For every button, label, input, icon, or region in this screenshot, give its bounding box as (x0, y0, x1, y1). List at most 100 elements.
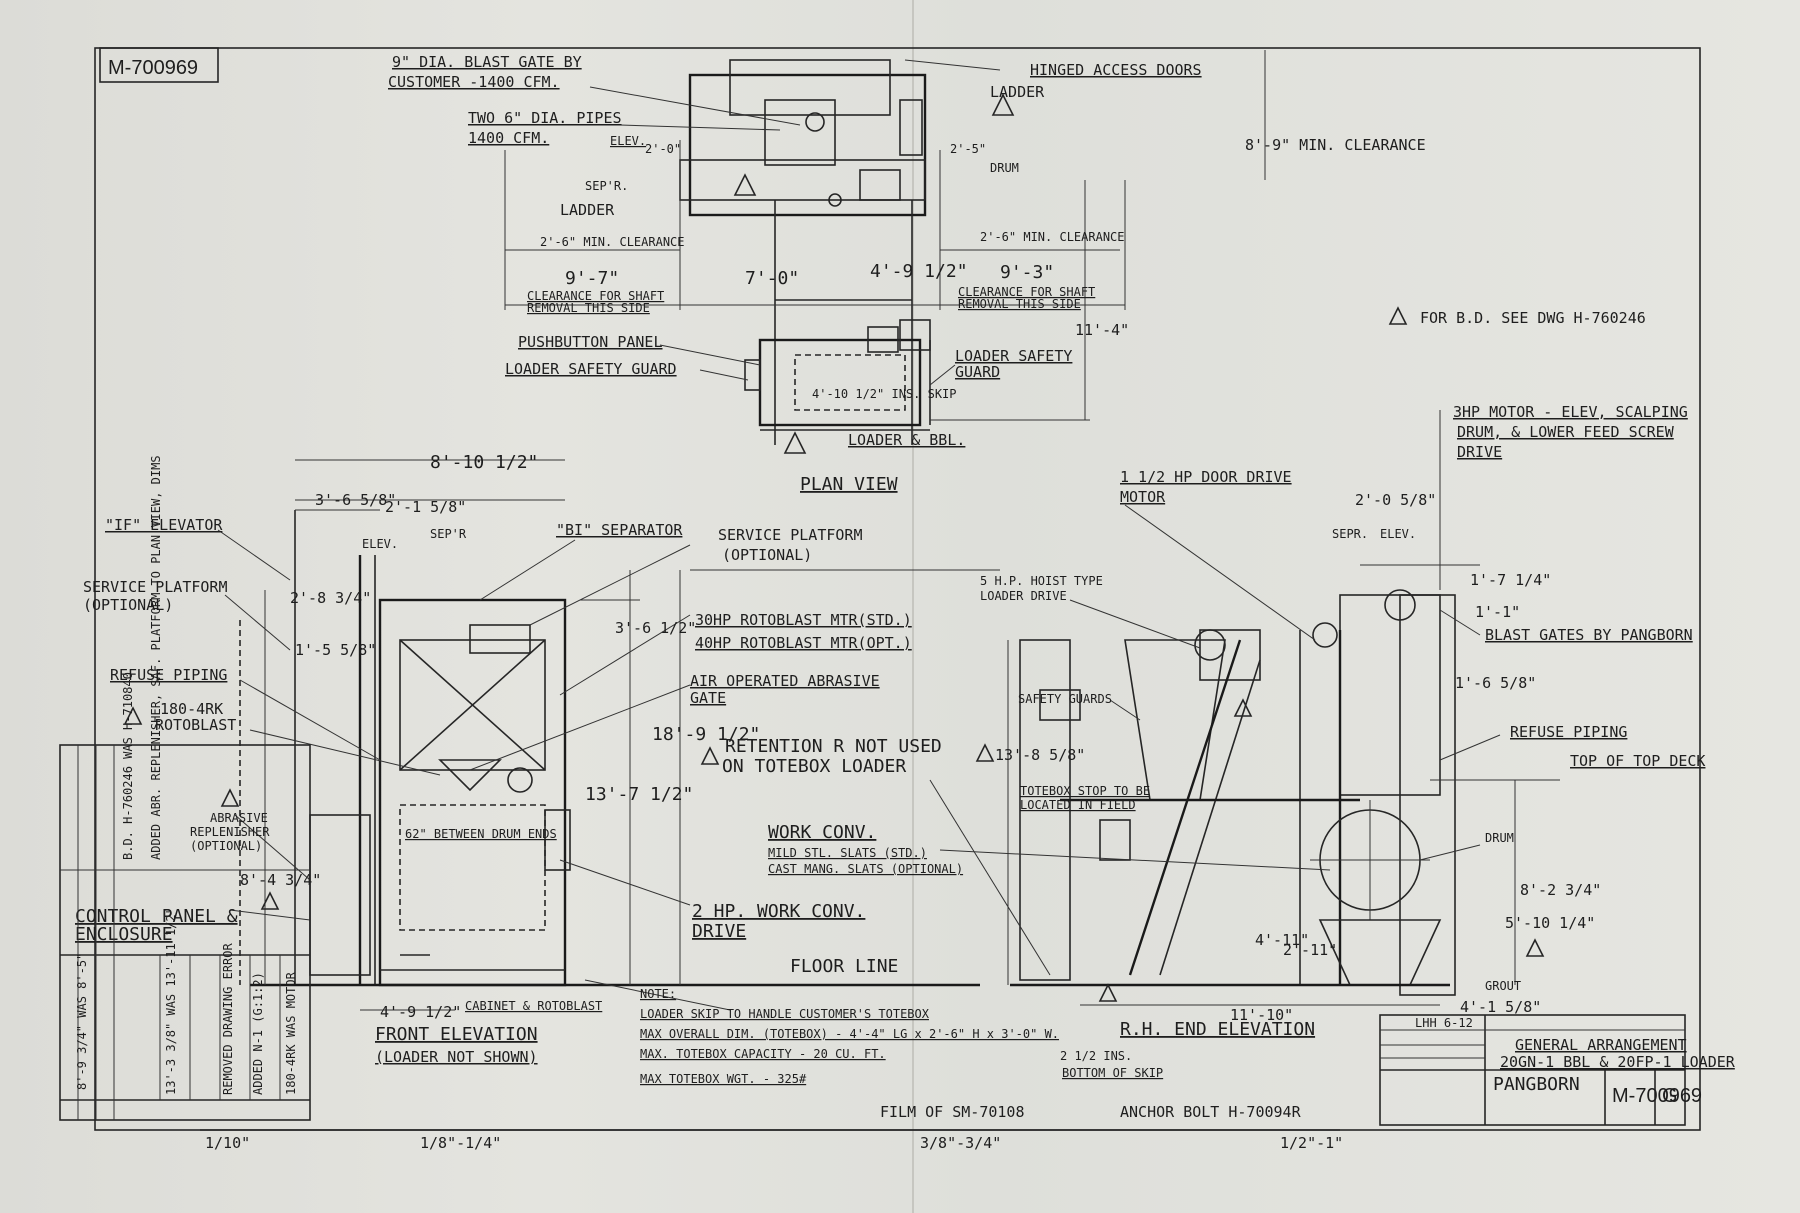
totebox-stop-2: LOCATED IN FIELD (1020, 798, 1136, 812)
dim-4-9-half: 4'-9 1/2" (870, 261, 968, 282)
dim-11-4: 11'-4" (1075, 321, 1129, 339)
title-block (1379, 1014, 1686, 1126)
retention-triangle (700, 746, 720, 765)
service-platform-left-opt: (OPTIONAL) (83, 596, 173, 614)
safety-guards-label: SAFETY GUARDS (1018, 692, 1112, 706)
blast-gate-cfm: CUSTOMER -1400 CFM. (388, 73, 560, 91)
min-clearance-top: 8'-9" MIN. CLEARANCE (1245, 136, 1426, 154)
bd-note: FOR B.D. SEE DWG H-760246 (1420, 309, 1646, 327)
hinged-doors-label: HINGED ACCESS DOORS (1030, 61, 1202, 79)
abrasive-label-1: ABRASIVE (210, 811, 268, 825)
plan-drum: DRUM (990, 161, 1019, 175)
door-drive-motor: MOTOR (1120, 488, 1166, 506)
dim-4-9-half-bottom: 4'-9 1/2" (380, 1003, 461, 1021)
drawn-by: LHH 6-12 (1415, 1016, 1473, 1030)
ladder-label-top: LADDER (990, 83, 1045, 101)
dim-9-7: 9'-7" (565, 268, 619, 289)
work-conv-drive-label-2: DRIVE (692, 921, 746, 942)
shaft-clear-left-1: CLEARANCE FOR SHAFT (527, 289, 664, 303)
retention-note-1: RETENTION R NOT USED (725, 736, 942, 757)
loader-bbl-label: LOADER & BBL. (848, 431, 965, 449)
dim-13-8-5-8: 13'-8 5/8" (995, 746, 1085, 764)
front-elevation-title: FRONT ELEVATION (375, 1024, 538, 1045)
work-conv-label: WORK CONV. (768, 822, 876, 843)
motor-std-label: 30HP ROTOBLAST MTR(STD.) (695, 611, 912, 629)
cast-mang-label: CAST MANG. SLATS (OPTIONAL) (768, 862, 963, 876)
rev-table-row-g: ADDED ABR. REPLENISHER, SAF. PLATFORM TO… (149, 455, 163, 860)
scale-4: 1/2"-1" (1280, 1134, 1343, 1152)
dim-5-10-1-4: 5'-10 1/4" (1505, 914, 1595, 932)
dim-1-5-5-8: 1'-5 5/8" (295, 641, 376, 659)
dim-2-0: 2'-0" (645, 142, 681, 156)
dim-8-10-half: 8'-10 1/2" (430, 452, 538, 473)
between-drum-label: 62" BETWEEN DRUM ENDS (405, 827, 557, 841)
motor3-label-1: 3HP MOTOR - ELEV, SCALPING (1453, 403, 1688, 421)
loader-guard-right-1: LOADER SAFETY (955, 347, 1072, 365)
plan-elev: ELEV. (610, 134, 646, 148)
note-heading: NOTE: (640, 987, 676, 1001)
title-dwg-no: M-700969 (1612, 1085, 1702, 1107)
shaft-clear-right-1: CLEARANCE FOR SHAFT (958, 285, 1095, 299)
note-line-2: MAX OVERALL DIM. (TOTEBOX) - 4'-4" LG x … (640, 1027, 1059, 1041)
title-line-1: GENERAL ARRANGEMENT (1515, 1036, 1687, 1054)
rh-sepr-tag: SEPR. (1332, 527, 1368, 541)
dwg-number-box (99, 47, 219, 83)
company-name: PANGBORN (1493, 1074, 1580, 1095)
note-line-4: MAX TOTEBOX WGT. - 325# (640, 1072, 807, 1086)
rh-grout-label: GROUT (1485, 979, 1521, 993)
rev-table-row-e: B.D. H-760246 WAS H-710840 (121, 672, 135, 860)
pipes-cfm: 1400 CFM. (468, 129, 549, 147)
control-panel-enclosure: ENCLOSURE (75, 924, 173, 945)
service-platform-left: SERVICE PLATFORM (83, 578, 228, 596)
rh-end-elevation (929, 410, 1560, 1006)
retention-note-2: ON TOTEBOX LOADER (722, 756, 906, 777)
hoist-label-2: LOADER DRIVE (980, 589, 1067, 603)
dim-2-8-3-4: 2'-8 3/4" (290, 589, 371, 607)
ladder-label-left: LADDER (560, 201, 615, 219)
loader-guard-left: LOADER SAFETY GUARD (505, 360, 677, 378)
service-platform-right-opt: (OPTIONAL) (722, 546, 812, 564)
dim-2-1-5-8: 2'-1 5/8" (385, 498, 466, 516)
motor3-label-2: DRUM, & LOWER FEED SCREW (1457, 423, 1675, 441)
plan-sepr: SEP'R. (585, 179, 628, 193)
two-pipes-label: TWO 6" DIA. PIPES (468, 109, 622, 127)
film-of-label: FILM OF SM-70108 (880, 1103, 1025, 1121)
note-line-3: MAX. TOTEBOX CAPACITY - 20 CU. FT. (640, 1047, 886, 1061)
bi-separator-label: "BI" SEPARATOR (556, 521, 683, 539)
bottom-skip-1: 2 1/2 INS. (1060, 1049, 1132, 1063)
clearance-right: 2'-6" MIN. CLEARANCE (980, 230, 1125, 244)
anchor-bolt-label: ANCHOR BOLT H-70094R (1120, 1103, 1302, 1121)
shaft-clear-left-2: REMOVAL THIS SIDE (527, 301, 650, 315)
top-deck-label: TOP OF TOP DECK (1570, 752, 1705, 770)
pushbutton-label: PUSHBUTTON PANEL (518, 333, 663, 351)
dim-4-11: 4'-11" (1255, 931, 1309, 949)
control-panel-label: CONTROL PANEL & (75, 906, 238, 927)
dwg-number: M-700969 (108, 57, 198, 79)
hoist-label-1: 5 H.P. HOIST TYPE (980, 574, 1103, 588)
front-elevation (123, 459, 1000, 1011)
dim-2-5: 2'-5" (950, 142, 986, 156)
plan-view (504, 50, 1266, 454)
rh-elevation-title: R.H. END ELEVATION (1120, 1019, 1315, 1040)
dim-3-6-half: 3'-6 1/2" (615, 619, 696, 637)
dim-8-2-3-4: 8'-2 3/4" (1520, 881, 1601, 899)
dim-13-7-half: 13'-7 1/2" (585, 784, 693, 805)
bottom-skip-2: BOTTOM OF SKIP (1062, 1066, 1163, 1080)
abrasive-label-2: REPLENISHER (190, 825, 270, 839)
dim-8-4-3-4: 8'-4 3/4" (240, 871, 321, 889)
blast-gate-label: 9" DIA. BLAST GATE BY (392, 53, 582, 71)
rotoblast-model: 180-4RK (160, 700, 223, 718)
abrasive-label-3: (OPTIONAL) (190, 839, 262, 853)
dim-1-6-5-8: 1'-6 5/8" (1455, 674, 1536, 692)
dim-1-7-1-4: 1'-7 1/4" (1470, 571, 1551, 589)
rh-elev-tag: ELEV. (1380, 527, 1416, 541)
loader-guard-right-2: GUARD (955, 363, 1000, 381)
door-drive-label: 1 1/2 HP DOOR DRIVE (1120, 468, 1292, 486)
floor-line-label: FLOOR LINE (790, 956, 898, 977)
totebox-stop-1: TOTEBOX STOP TO BE (1020, 784, 1150, 798)
rev-table-row-b: 13'-3 3/8" WAS 13'-11 1/2" (164, 907, 178, 1095)
if-elevator-label: "IF" ELEVATOR (105, 516, 223, 534)
clearance-left: 2'-6" MIN. CLEARANCE (540, 235, 685, 249)
shaft-clear-right-2: REMOVAL THIS SIDE (958, 297, 1081, 311)
